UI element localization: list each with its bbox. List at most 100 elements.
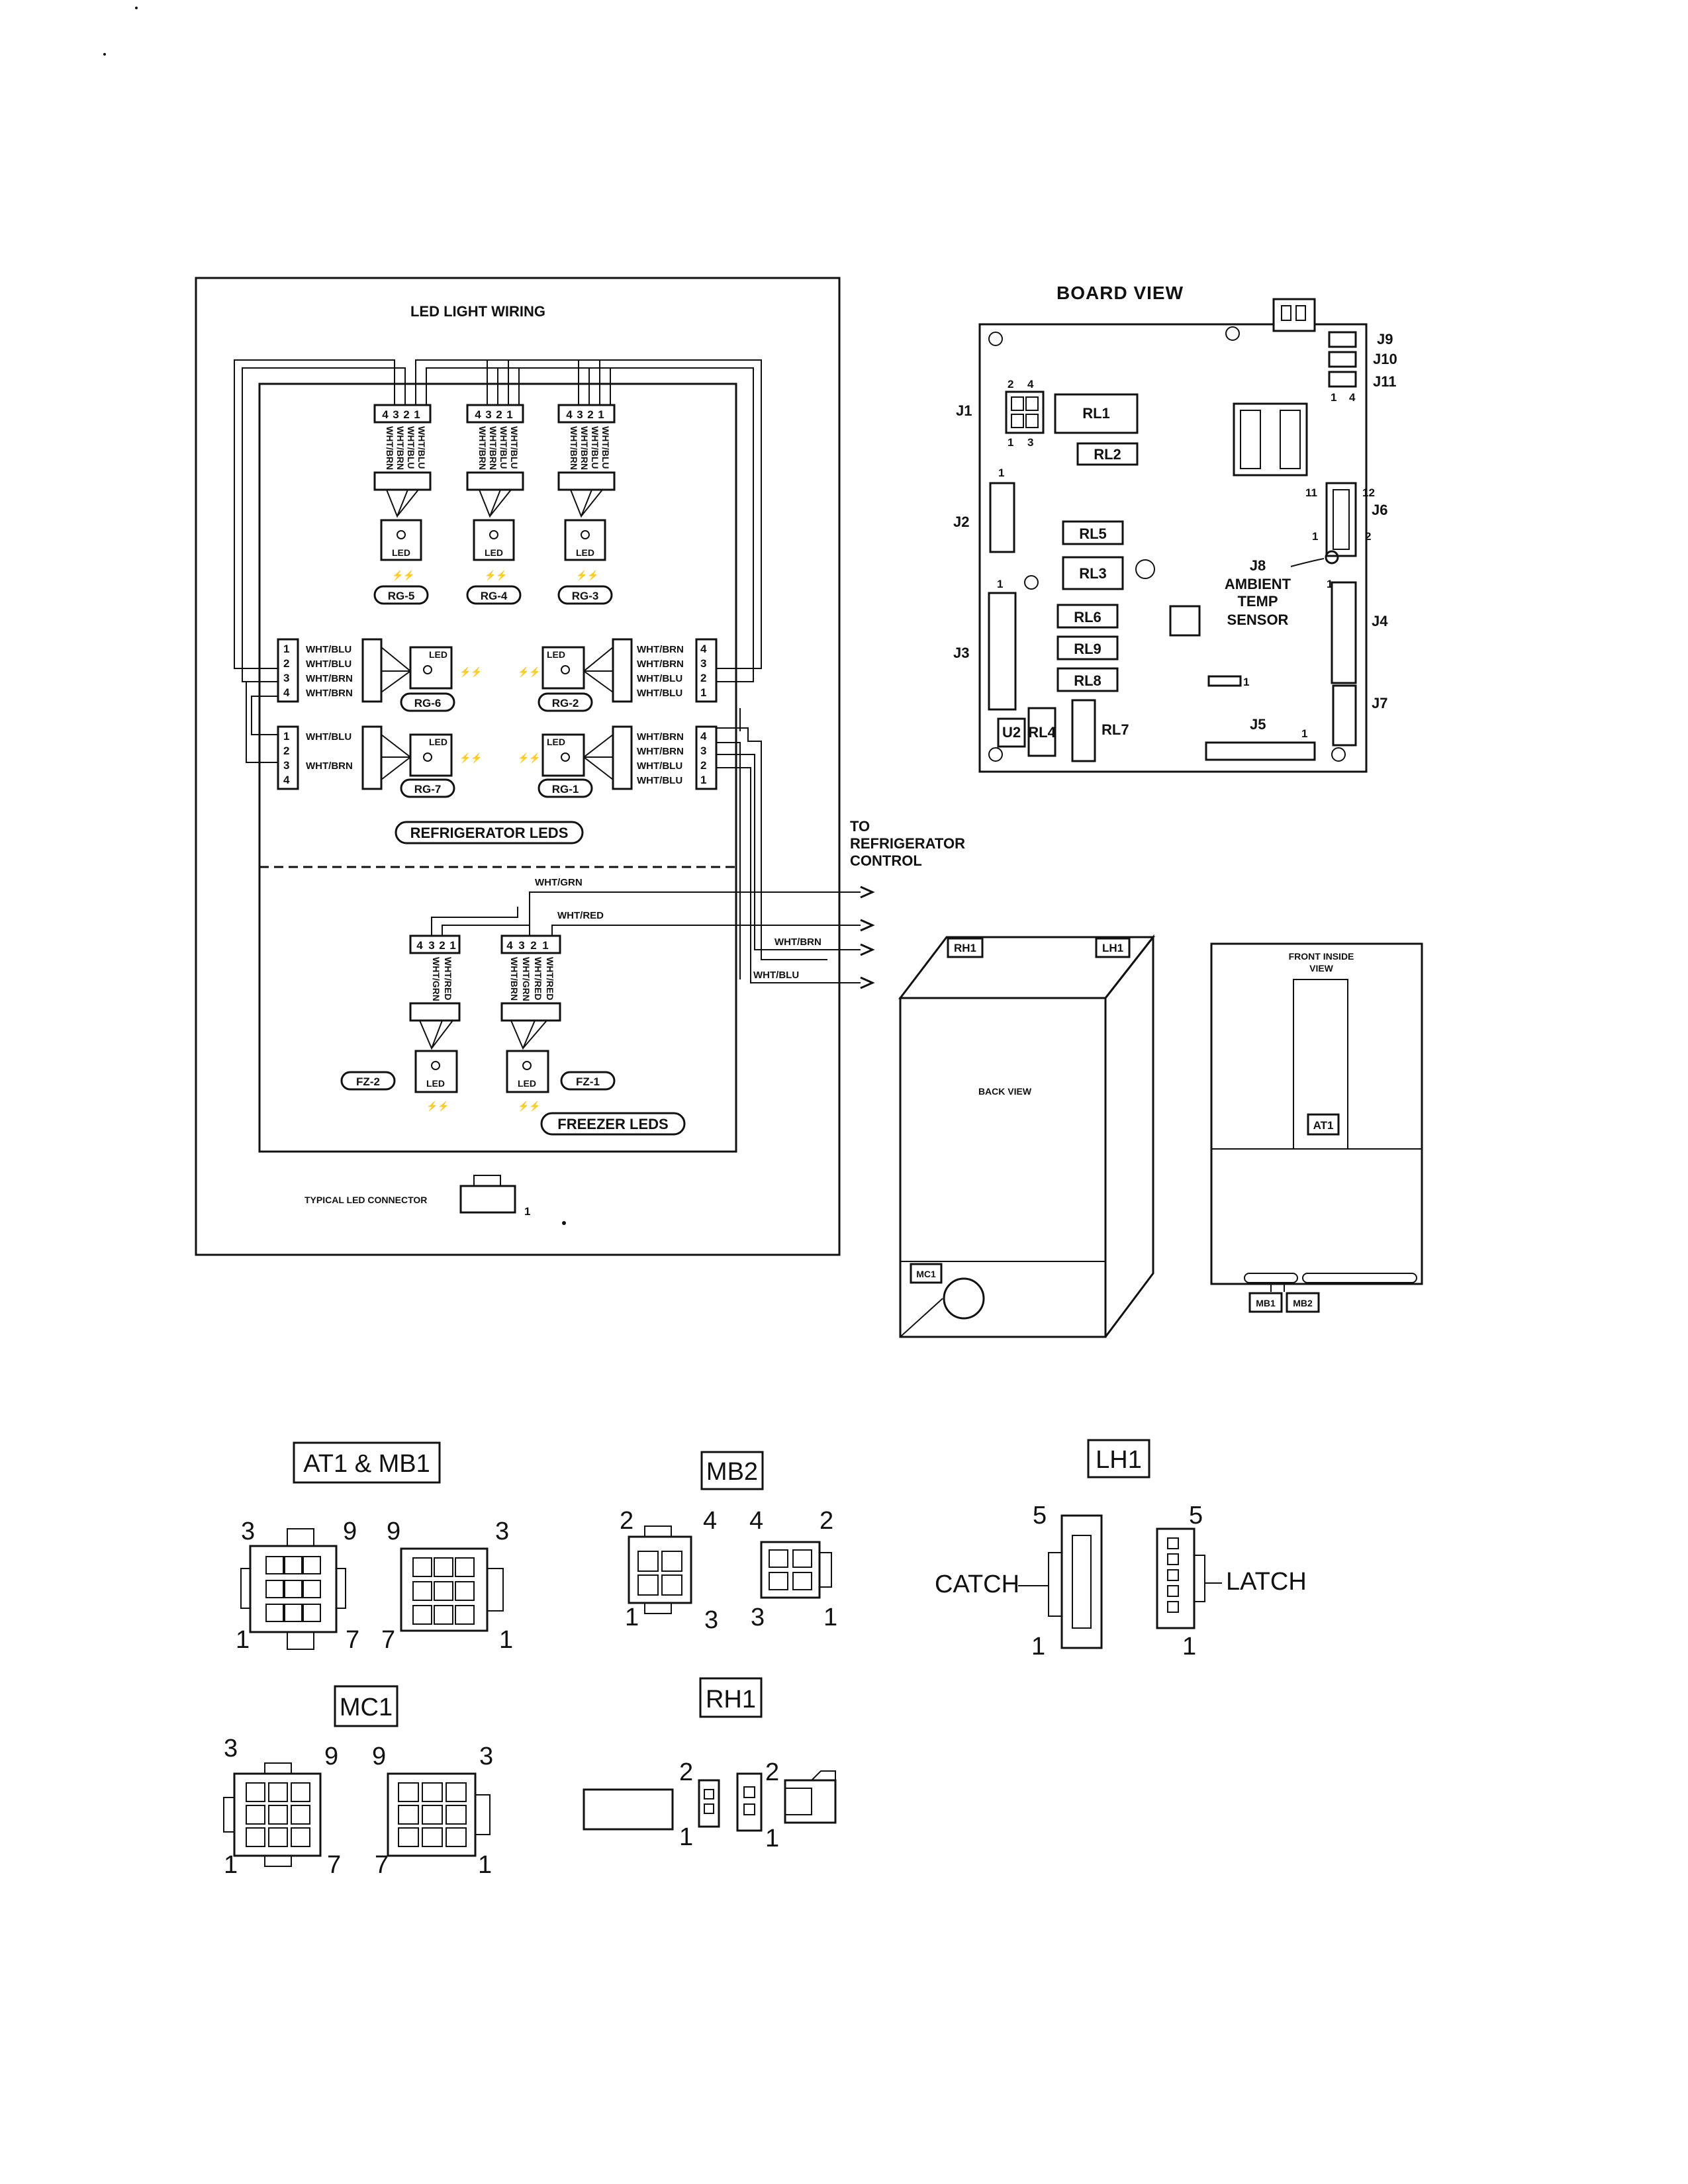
j9-connector xyxy=(1328,331,1357,348)
wire-label: WHT/BRN xyxy=(637,659,684,670)
pin-label: 1 xyxy=(1031,1633,1045,1661)
mount-hole xyxy=(1024,575,1039,590)
left-led-rg7: 1 2 3 4 WHT/BLU WHT/BRN LED ⚡⚡ RG-7 xyxy=(277,725,483,798)
wire-route xyxy=(234,359,395,669)
wire-route xyxy=(426,367,754,682)
connector-latch xyxy=(819,1552,832,1588)
pin-label: 7 xyxy=(346,1626,359,1654)
pin-label: 1 xyxy=(598,408,604,421)
wire-label: WHT/BLU xyxy=(306,659,352,670)
led-body xyxy=(541,646,585,690)
connector-key xyxy=(240,1568,251,1609)
pin-label: 4 xyxy=(1027,378,1034,390)
wire-route xyxy=(415,359,762,669)
scan-mark xyxy=(103,53,106,56)
relay-label: RL1 xyxy=(1082,405,1110,422)
top-led-rg5: 4 3 2 1 WHT/BRN WHT/BRN WHT/BLU WHT/BLU … xyxy=(373,404,432,605)
connector-latch xyxy=(811,1770,836,1781)
mb2-label: MB2 xyxy=(1293,1298,1313,1308)
board-outline xyxy=(978,323,1368,773)
pin-grid xyxy=(398,1782,467,1847)
at1-label: AT1 xyxy=(1313,1119,1334,1132)
relay-rl9 xyxy=(1056,635,1119,660)
pin-label: 1 xyxy=(1008,436,1013,449)
pin-label: 12 xyxy=(1362,486,1375,499)
connector-catch xyxy=(1048,1552,1062,1617)
scan-mark xyxy=(135,7,138,9)
connector-lh1: LH1 5 1 CATCH 5 1 LATCH xyxy=(935,1439,1307,1661)
pin-label: 4 xyxy=(566,408,573,421)
connector-title-box xyxy=(334,1685,399,1727)
connector-latch xyxy=(287,1528,314,1547)
wire-route xyxy=(715,754,861,950)
led-text: LED xyxy=(547,649,565,660)
wire-label: WHT/BRN xyxy=(637,731,684,743)
j6-connector xyxy=(1325,482,1357,557)
mb2-tag xyxy=(1286,1292,1320,1313)
wire-label: WHT/BLU xyxy=(637,760,682,772)
connector-header xyxy=(695,725,718,790)
j4-label: J4 xyxy=(1372,613,1388,629)
pin-label: 9 xyxy=(372,1743,386,1770)
wire-route xyxy=(715,767,861,983)
pin-column xyxy=(1072,1535,1092,1629)
led-dot xyxy=(423,665,432,674)
small-header xyxy=(1207,675,1242,687)
wire-label: WHT/BRN xyxy=(306,760,353,772)
pin-label: 1 xyxy=(224,1851,238,1879)
top-led-rg4: 4 3 2 1 WHT/BRN WHT/BRN WHT/BLU WHT/BLU … xyxy=(466,404,524,605)
right-led-rg1: 4 3 2 1 WHT/BRN WHT/BRN WHT/BLU WHT/BLU … xyxy=(518,725,718,798)
wire-label: WHT/BLU xyxy=(637,673,682,684)
at1-tag xyxy=(1307,1113,1340,1136)
pin-label: 2 xyxy=(1365,530,1371,543)
connector-latch xyxy=(475,1794,491,1835)
front-cabinet xyxy=(1210,942,1423,1285)
ambient-temp-sensor xyxy=(1325,550,1339,565)
latch-label: LATCH xyxy=(1226,1568,1307,1596)
j6-pins xyxy=(1333,489,1350,550)
rh1-label: RH1 xyxy=(954,942,976,954)
j1-pin xyxy=(1025,414,1039,428)
led-tag xyxy=(560,1071,616,1091)
connector-plug xyxy=(466,471,524,491)
led-tag xyxy=(538,778,593,798)
j7-connector xyxy=(1332,684,1357,747)
pin-label: 4 xyxy=(749,1507,763,1535)
connector-housing xyxy=(1156,1527,1196,1629)
led-body xyxy=(380,519,422,561)
pin-label: 3 xyxy=(704,1606,718,1634)
led-dot xyxy=(522,1061,532,1070)
transformer xyxy=(1233,402,1308,477)
u2-label: U2 xyxy=(1002,724,1021,741)
led-tag xyxy=(340,1071,396,1091)
j7-label: J7 xyxy=(1372,695,1387,711)
pin-label: 3 xyxy=(479,1743,493,1770)
relay-rl7 xyxy=(1071,699,1096,762)
mc1-tag xyxy=(910,1263,943,1284)
connector-header xyxy=(277,638,299,703)
led-tag xyxy=(466,585,522,605)
mount-hole xyxy=(988,747,1003,762)
connector-header xyxy=(500,934,561,954)
pin-grid xyxy=(412,1557,475,1625)
compressor-wire xyxy=(900,1298,943,1338)
led-light-wiring-panel: LED LIGHT WIRING 4 3 2 1 WHT/BRN xyxy=(195,277,861,1256)
led-body xyxy=(414,1050,458,1093)
led-body xyxy=(564,519,606,561)
pin-label: 5 xyxy=(1033,1502,1047,1529)
refrigerator-leds-tag xyxy=(395,821,584,844)
connector-mb2: MB2 2 4 1 3 4 2 3 1 xyxy=(620,1451,837,1634)
connector-latch xyxy=(487,1568,504,1612)
wire-label: WHT/BRN xyxy=(569,426,579,470)
led-text: LED xyxy=(429,737,447,747)
relay-label: RL5 xyxy=(1079,525,1107,542)
pin-label: 3 xyxy=(700,745,706,757)
pin-label: 2 xyxy=(765,1758,779,1786)
led-leads xyxy=(381,734,412,780)
led-text: LED xyxy=(392,547,410,558)
board-view-title: BOARD VIEW xyxy=(1056,283,1184,303)
motor-leads xyxy=(1270,1283,1285,1292)
led-text: LED xyxy=(518,1078,536,1089)
led-panel-title: LED LIGHT WIRING xyxy=(410,303,545,320)
pin-label: 3 xyxy=(283,759,289,772)
